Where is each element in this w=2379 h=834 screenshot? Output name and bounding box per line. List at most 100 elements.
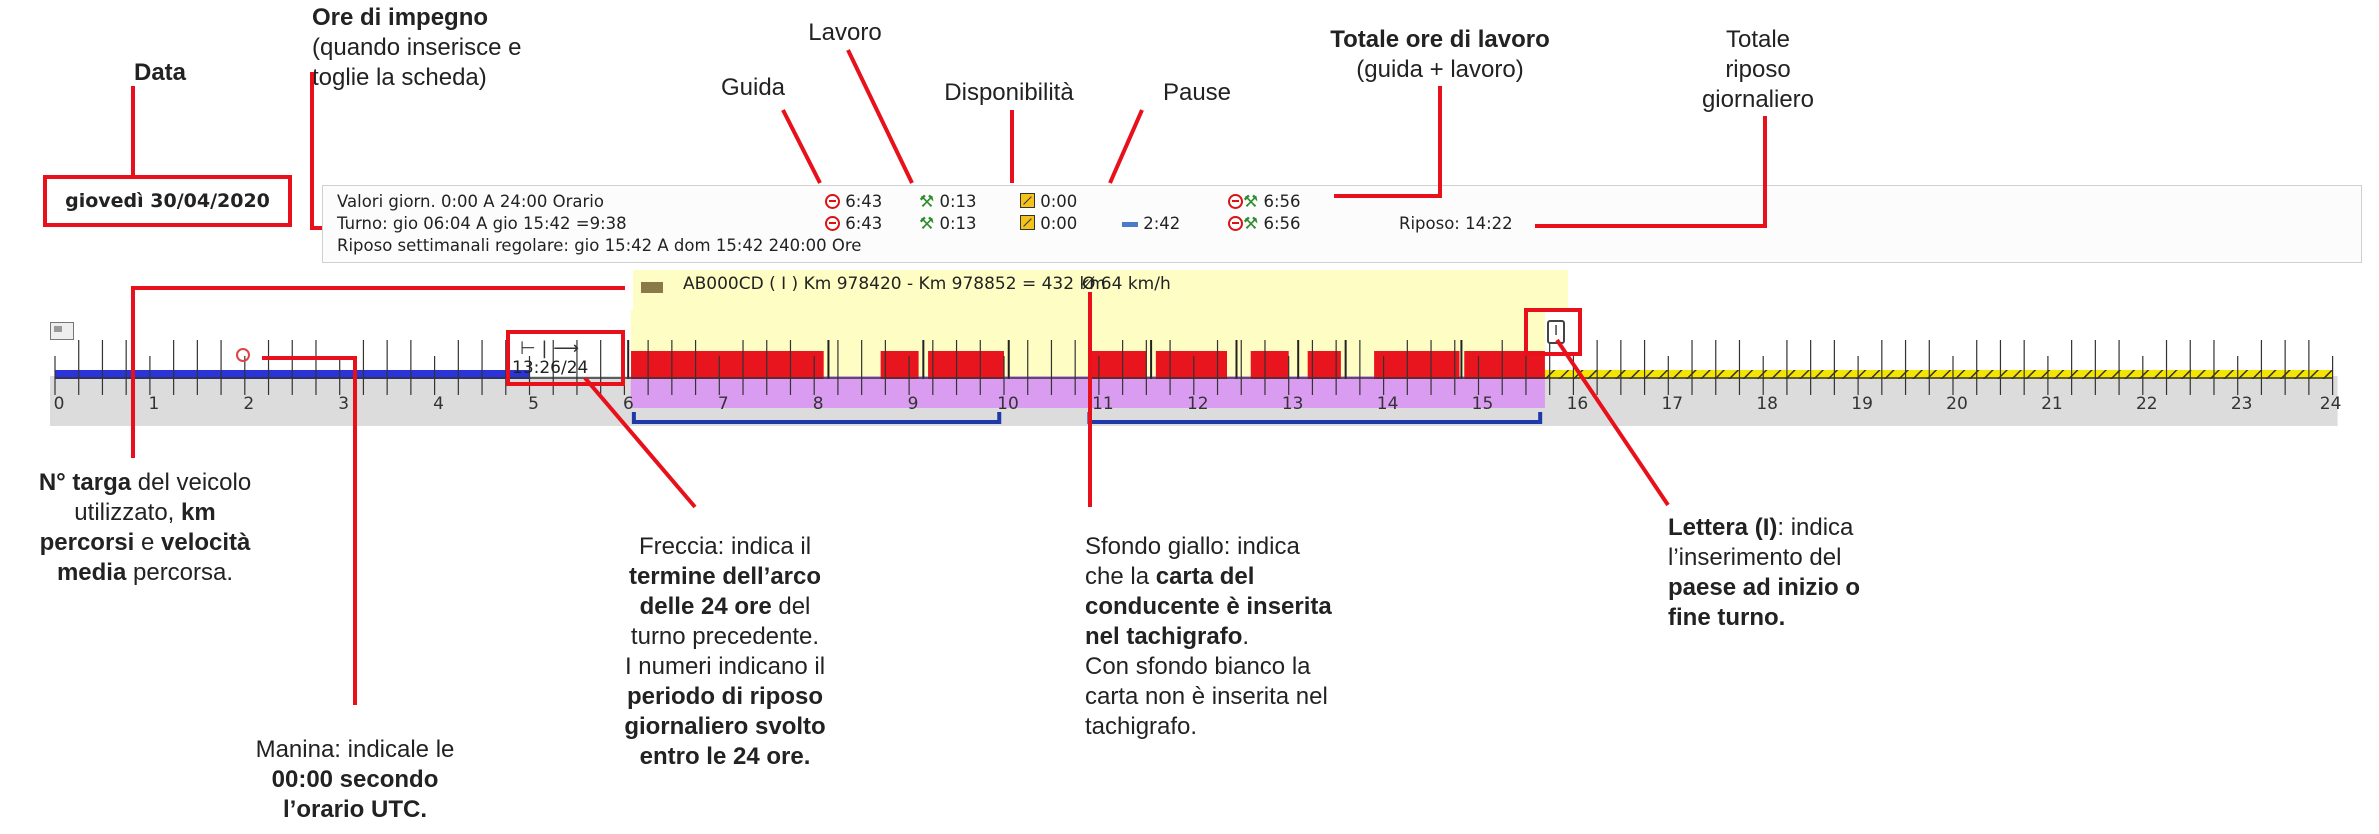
manina-line1: Manina: indicale le: [255, 736, 455, 763]
freccia-line1: Freccia: indica il: [638, 533, 812, 560]
driving-block-8: [1374, 351, 1460, 379]
lettera-bold1: Lettera (I): [1668, 514, 1778, 541]
hour-label-5: 5: [528, 394, 539, 414]
vehicle-plate-km: AB000CD ( I ) Km 978420 - Km 978852 = 43…: [683, 274, 1106, 294]
leader-pause: [1108, 109, 1144, 184]
vehicle-info-bar: AB000CD ( I ) Km 978420 - Km 978852 = 43…: [633, 270, 1568, 310]
annotation-totale-ore: Totale ore di lavoro (guida + lavoro): [1290, 25, 1590, 85]
hour-label-11: 11: [1092, 394, 1114, 414]
highlight-country-marker: [1524, 308, 1582, 356]
ore-impegno-sub1: (quando inserisce e: [312, 34, 522, 61]
hour-label-16: 16: [1566, 394, 1589, 414]
hour-label-21: 21: [2041, 394, 2063, 414]
steering-wheel-icon: [825, 194, 840, 209]
sfondo-bold4: nel tachigrafo: [1085, 623, 1243, 650]
sfondo-line3: conducente è inserita: [1085, 593, 1332, 620]
row2-totale: ⚒ 6:56: [1228, 214, 1301, 234]
hour-label-8: 8: [812, 394, 824, 414]
annotation-guida: Guida: [720, 74, 786, 101]
freccia-line8: entro le 24 ore.: [639, 743, 811, 770]
hammers-icon: ⚒: [919, 192, 935, 212]
steering-wheel-icon: [1228, 216, 1243, 231]
hour-label-2: 2: [243, 394, 255, 414]
row2-riposo: Riposo: 14:22: [1399, 214, 1513, 233]
manina-line3: l’orario UTC.: [282, 796, 427, 823]
steering-wheel-icon: [825, 216, 840, 231]
driving-block-7: [1307, 351, 1341, 379]
sfondo-line5: Con sfondo bianco la: [1085, 653, 1311, 680]
hour-label-6: 6: [622, 394, 634, 414]
targa-bold3: percorsi: [39, 529, 135, 556]
average-speed: Ø 64 km/h: [1082, 274, 1171, 294]
leader-lavoro: [846, 49, 914, 184]
targa-text2: utilizzato,: [74, 499, 182, 526]
hour-label-15: 15: [1471, 394, 1494, 414]
hammers-icon: ⚒: [1243, 214, 1259, 234]
end-24h-arrow-icon: ⊢ | ⟶: [520, 338, 579, 359]
leader-targa: [131, 286, 625, 458]
row2-lavoro: ⚒ 0:13: [919, 214, 977, 234]
hour-label-17: 17: [1661, 394, 1684, 414]
highlight-rest-end: [506, 330, 625, 386]
totale-ore-title: Totale ore di lavoro: [1330, 26, 1550, 53]
freccia-bold3: delle 24 ore: [639, 593, 772, 620]
targa-text4: percorsa.: [126, 559, 234, 586]
leader-lettera: [1555, 338, 1670, 507]
driving-block-3: [928, 351, 1004, 379]
availability-icon: [1020, 193, 1035, 208]
rest-bar-after: [1544, 370, 2333, 379]
hour-label-14: 14: [1376, 394, 1399, 414]
leader-guida: [781, 109, 822, 184]
leader-ore-impegno: [310, 72, 322, 230]
card-period-band: [630, 376, 1545, 408]
targa-bold5: media: [56, 559, 127, 586]
hour-label-19: 19: [1851, 394, 1873, 414]
freccia-line5: I numeri indicano il: [624, 653, 826, 680]
ore-impegno-sub2: toglie la scheda): [312, 64, 487, 91]
annotation-pause: Pause: [1162, 79, 1232, 106]
manina-line2: 00:00 secondo: [271, 766, 439, 793]
row2-disp: 0:00: [1020, 214, 1077, 233]
row1-guida: 6:43: [825, 192, 882, 211]
card-icon: [50, 322, 74, 340]
annotation-ore-impegno: Ore di impegno (quando inserisce e togli…: [312, 3, 521, 93]
hour-label-1: 1: [148, 394, 160, 414]
lettera-line4: fine turno.: [1668, 604, 1786, 631]
summary-row3-label: Riposo settimanali regolare: gio 15:42 A…: [337, 236, 862, 255]
shift-bracket-1: [631, 412, 1002, 424]
hour-label-24: 24: [2319, 394, 2342, 414]
annotation-targa: N° targa del veicolo utilizzato, km perc…: [0, 468, 290, 588]
annotation-totale-riposo: Totale riposo giornaliero: [1658, 25, 1858, 115]
rest-duration-label: 13:26/24: [512, 358, 589, 378]
hour-label-10: 10: [997, 394, 1019, 414]
annotation-disponibilita: Disponibilità: [944, 79, 1074, 106]
annotation-lettera: Lettera (I): indica l’inserimento del pa…: [1668, 513, 1958, 633]
hour-label-20: 20: [1946, 394, 1968, 414]
targa-text1: del veicolo: [131, 469, 252, 496]
sfondo-line1: Sfondo giallo: indica: [1085, 533, 1300, 560]
annotation-manina: Manina: indicale le 00:00 secondo l’orar…: [205, 735, 505, 825]
freccia-line6: periodo di riposo: [627, 683, 823, 710]
freccia-line2: termine dell’arco: [628, 563, 822, 590]
targa-bold2: km: [181, 499, 216, 526]
hour-label-18: 18: [1756, 394, 1779, 414]
freccia-line7: giornaliero svolto: [624, 713, 826, 740]
hand-icon: [236, 348, 250, 362]
row1-lavoro: ⚒ 0:13: [919, 192, 977, 212]
totale-riposo-line1: Totale: [1725, 26, 1791, 53]
totale-ore-sub: (guida + lavoro): [1356, 56, 1524, 83]
steering-wheel-icon: [1228, 194, 1243, 209]
row2-pause: 2:42: [1122, 214, 1180, 233]
sfondo-text2: che la: [1085, 563, 1156, 590]
country-marker: I: [1547, 320, 1565, 344]
summary-row2-label: Turno: gio 06:04 A gio 15:42 =9:38: [337, 214, 627, 233]
row1-totale: ⚒ 6:56: [1228, 192, 1301, 212]
driving-block-5: [1155, 351, 1228, 379]
totale-riposo-line3: giornaliero: [1701, 86, 1815, 113]
sfondo-line7: tachigrafo.: [1085, 713, 1198, 740]
hour-label-3: 3: [338, 394, 350, 414]
hour-label-7: 7: [717, 394, 729, 414]
sfondo-text4: .: [1242, 623, 1250, 650]
